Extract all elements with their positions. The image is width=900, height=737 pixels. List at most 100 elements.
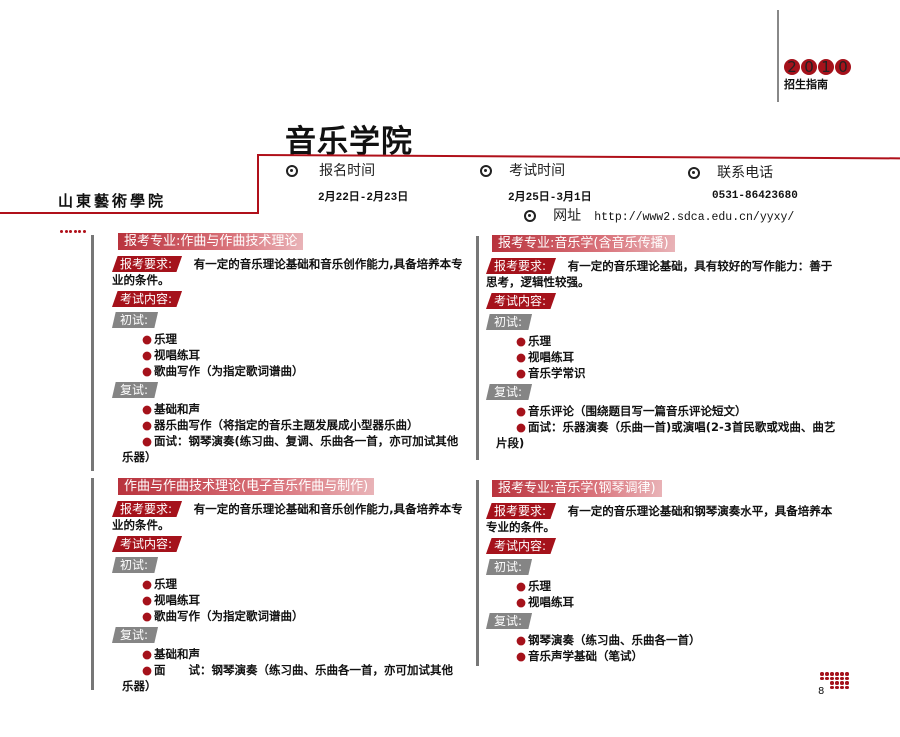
year-digit: 0 bbox=[835, 59, 851, 75]
dot bbox=[845, 681, 849, 685]
dot bbox=[840, 672, 844, 676]
dot bbox=[830, 676, 834, 680]
prelim-tag: 初试: bbox=[486, 314, 533, 330]
list-item: 音乐评论（围绕题目写一篇音乐评论短文） bbox=[496, 403, 837, 419]
year-digit: 1 bbox=[818, 59, 834, 75]
requirement-tag: 报考要求: bbox=[486, 258, 557, 274]
requirement-tag: 报考要求: bbox=[486, 503, 557, 519]
info-label: 报名时间 bbox=[319, 163, 376, 179]
dot bbox=[820, 676, 824, 680]
school-logo: 山東藝術學院 bbox=[58, 192, 167, 210]
guide-label: 招生指南 bbox=[784, 78, 828, 91]
retest-tag: 复试: bbox=[112, 382, 159, 398]
list-item: 音乐声学基础（笔试） bbox=[496, 648, 837, 664]
retest-tag: 复试: bbox=[486, 384, 533, 400]
section-bar bbox=[91, 235, 94, 471]
decorative-dots bbox=[60, 218, 87, 237]
section-bar bbox=[476, 480, 479, 666]
requirement-text: 有一定的音乐理论基础和音乐创作能力,具备培养本专业的条件。 bbox=[112, 502, 463, 532]
divider bbox=[0, 212, 259, 214]
info-value: 0531-86423680 bbox=[712, 190, 798, 202]
decorative-dots bbox=[820, 672, 849, 689]
list-item: 视唱练耳 bbox=[516, 349, 837, 365]
year-digit: 0 bbox=[801, 59, 817, 75]
info-value: 2月25日-3月1日 bbox=[508, 192, 592, 204]
dot bbox=[830, 681, 834, 685]
list-item: 视唱练耳 bbox=[516, 594, 837, 610]
dot bbox=[835, 681, 839, 685]
list-item: 面 试：钢琴演奏（练习曲、乐曲各一首，亦可加试其他乐器） bbox=[122, 662, 463, 694]
page-title: 音乐学院 bbox=[285, 124, 413, 160]
retest-tag: 复试: bbox=[486, 613, 533, 629]
target-icon bbox=[480, 164, 492, 177]
dot bbox=[840, 676, 844, 680]
dot bbox=[845, 672, 849, 676]
prelim-tag: 初试: bbox=[112, 557, 159, 573]
prelim-tag: 初试: bbox=[486, 559, 533, 575]
info-phone: 联系电话 0531-86423680 bbox=[688, 162, 798, 202]
dot bbox=[820, 672, 824, 676]
dot bbox=[825, 672, 829, 676]
content-tag: 考试内容: bbox=[112, 291, 183, 307]
requirement-text: 有一定的音乐理论基础和音乐创作能力,具备培养本专业的条件。 bbox=[112, 257, 463, 287]
dot bbox=[845, 676, 849, 680]
program-title: 报考专业:音乐学(钢琴调律) bbox=[492, 480, 662, 497]
program-title: 报考专业:作曲与作曲技术理论 bbox=[118, 233, 304, 250]
content-tag: 考试内容: bbox=[486, 293, 557, 309]
dot bbox=[840, 681, 844, 685]
prelim-tag: 初试: bbox=[112, 312, 159, 328]
program-section: 报考专业:作曲与作曲技术理论报考要求: 有一定的音乐理论基础和音乐创作能力,具备… bbox=[112, 233, 463, 465]
dot bbox=[840, 685, 844, 689]
list-item: 乐理 bbox=[142, 331, 463, 347]
list-item: 音乐学常识 bbox=[516, 365, 837, 381]
content-tag: 考试内容: bbox=[112, 536, 183, 552]
requirement-text: 有一定的音乐理论基础和钢琴演奏水平，具备培养本专业的条件。 bbox=[486, 504, 833, 534]
dot bbox=[835, 685, 839, 689]
target-icon bbox=[286, 164, 298, 177]
requirement-tag: 报考要求: bbox=[112, 501, 183, 517]
dot bbox=[835, 672, 839, 676]
list-item: 基础和声 bbox=[122, 401, 463, 417]
list-item: 面试：乐器演奏（乐曲一首)或演唱(2-3首民歌或戏曲、曲艺片段) bbox=[496, 419, 837, 451]
dot bbox=[825, 676, 829, 680]
divider bbox=[257, 154, 259, 214]
content-tag: 考试内容: bbox=[486, 538, 557, 554]
target-icon bbox=[524, 209, 536, 222]
dot bbox=[835, 676, 839, 680]
target-icon bbox=[688, 166, 700, 179]
list-item: 钢琴演奏（练习曲、乐曲各一首） bbox=[496, 632, 837, 648]
year-digit: 2 bbox=[784, 59, 800, 75]
page-number: 8 bbox=[818, 686, 825, 697]
info-label: 考试时间 bbox=[509, 163, 566, 179]
dot bbox=[830, 672, 834, 676]
list-item: 乐理 bbox=[142, 576, 463, 592]
list-item: 视唱练耳 bbox=[142, 347, 463, 363]
requirement-tag: 报考要求: bbox=[112, 256, 183, 272]
list-item: 视唱练耳 bbox=[142, 592, 463, 608]
info-exam: 考试时间 2月25日-3月1日 bbox=[480, 160, 592, 204]
program-title: 报考专业:音乐学(含音乐传播) bbox=[492, 235, 675, 252]
program-section: 作曲与作曲技术理论(电子音乐作曲与制作)报考要求: 有一定的音乐理论基础和音乐创… bbox=[112, 478, 463, 694]
info-label: 联系电话 bbox=[717, 165, 774, 181]
info-value: 2月22日-2月23日 bbox=[318, 192, 409, 204]
list-item: 歌曲写作（为指定歌词谱曲） bbox=[142, 608, 463, 624]
dot bbox=[830, 685, 834, 689]
requirement-text: 有一定的音乐理论基础，具有较好的写作能力：善于思考，逻辑性较强。 bbox=[486, 259, 833, 289]
info-label: 网址 bbox=[553, 208, 582, 224]
section-bar bbox=[476, 236, 479, 460]
info-registration: 报名时间 2月22日-2月23日 bbox=[286, 160, 408, 204]
list-item: 乐理 bbox=[516, 578, 837, 594]
list-item: 乐理 bbox=[516, 333, 837, 349]
section-bar bbox=[91, 478, 94, 690]
program-section: 报考专业:音乐学(钢琴调律) 报考要求: 有一定的音乐理论基础和钢琴演奏水平，具备… bbox=[486, 480, 837, 664]
list-item: 基础和声 bbox=[122, 646, 463, 662]
program-section: 报考专业:音乐学(含音乐传播) 报考要求: 有一定的音乐理论基础，具有较好的写作能… bbox=[486, 235, 837, 451]
retest-tag: 复试: bbox=[112, 627, 159, 643]
list-item: 歌曲写作（为指定歌词谱曲） bbox=[142, 363, 463, 379]
info-website: 网址 http://www2.sdca.edu.cn/yyxy/ bbox=[524, 205, 794, 225]
page-number-block: 8 bbox=[818, 672, 849, 697]
list-item: 器乐曲写作（将指定的音乐主题发展成小型器乐曲） bbox=[122, 417, 463, 433]
website-link[interactable]: http://www2.sdca.edu.cn/yyxy/ bbox=[594, 211, 795, 224]
dot bbox=[845, 685, 849, 689]
